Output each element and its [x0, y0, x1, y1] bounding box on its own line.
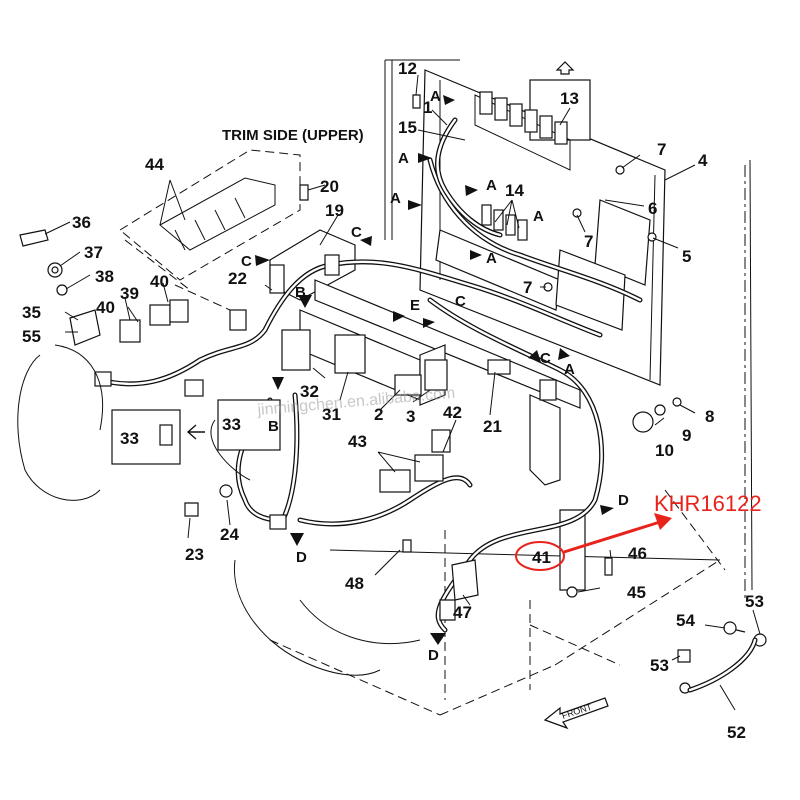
highlight-circle-41	[515, 541, 565, 571]
callout-7-top: 7	[657, 140, 666, 159]
letter-d-3: D	[428, 647, 439, 664]
callout-15: 15	[398, 118, 417, 137]
callout-7-mid: 7	[584, 232, 593, 251]
fuse-block	[481, 204, 528, 241]
letter-c-1: C	[241, 253, 252, 270]
front-arrow: FRONT	[543, 697, 609, 730]
panel-up-arrow	[555, 61, 575, 75]
key-switch-parts	[17, 229, 104, 501]
trim-side-panel	[119, 149, 301, 311]
red-arrow-head	[654, 513, 672, 530]
letter-b-2: B	[268, 418, 279, 435]
callout-22: 22	[228, 269, 247, 288]
callout-9: 9	[682, 426, 691, 445]
heading-trim-side: TRIM SIDE (UPPER)	[222, 127, 364, 144]
callout-37: 37	[84, 243, 103, 262]
callout-52: 52	[727, 723, 746, 742]
cab-frame	[269, 59, 753, 716]
callout-2: 2	[374, 405, 383, 424]
callout-10: 10	[655, 441, 674, 460]
fasteners	[184, 94, 767, 694]
letter-a-1: A	[430, 88, 441, 105]
callout-36: 36	[72, 213, 91, 232]
letter-a-5: A	[486, 250, 497, 267]
red-arrow	[563, 520, 661, 554]
callout-48: 48	[345, 574, 364, 593]
callout-47: 47	[453, 603, 472, 622]
callout-33-left: 33	[120, 429, 139, 448]
connector-letters: A A A A A A A B B C C C C D D D E	[241, 88, 629, 664]
callout-41: 41	[532, 548, 551, 567]
callout-5: 5	[682, 247, 691, 266]
front-label: FRONT	[561, 702, 594, 721]
letter-d-2: D	[296, 549, 307, 566]
part-number-annotation: KHR16122	[515, 491, 762, 571]
callout-20: 20	[320, 177, 339, 196]
callout-7-low: 7	[523, 278, 532, 297]
callout-4: 4	[698, 151, 708, 170]
callout-54: 54	[676, 611, 695, 630]
electrical-panel	[419, 69, 666, 386]
callout-1: 1	[423, 98, 432, 117]
leader-lines	[44, 74, 761, 711]
callout-33-right: 33	[222, 415, 241, 434]
letter-a-6: A	[533, 208, 544, 225]
letter-b-1: B	[295, 284, 306, 301]
letter-a-2: A	[398, 150, 409, 167]
detail-box-left	[111, 409, 205, 465]
callout-55: 55	[22, 327, 41, 346]
callout-14: 14	[505, 181, 524, 200]
callout-44: 44	[145, 155, 164, 174]
tank-outline	[210, 419, 421, 676]
part-number: KHR16122	[654, 491, 762, 516]
component-47	[439, 559, 479, 621]
detail-box-right	[217, 399, 281, 451]
callout-53-left: 53	[650, 656, 669, 675]
callout-46: 46	[628, 544, 647, 563]
relay-row	[479, 91, 568, 145]
callout-24: 24	[220, 525, 239, 544]
callout-21: 21	[483, 417, 502, 436]
harness-connectors	[94, 254, 557, 530]
callout-53-right: 53	[745, 592, 764, 611]
callout-31: 31	[322, 405, 341, 424]
callout-6: 6	[648, 199, 657, 218]
callout-3: 3	[406, 407, 415, 426]
callout-45: 45	[627, 583, 646, 602]
callout-19: 19	[325, 201, 344, 220]
letter-c-3: C	[455, 293, 466, 310]
callout-12: 12	[398, 59, 417, 78]
callout-38: 38	[95, 267, 114, 286]
callout-43: 43	[348, 432, 367, 451]
letter-a-4: A	[486, 177, 497, 194]
callout-32: 32	[300, 382, 319, 401]
ground-cable	[687, 621, 758, 693]
letter-a-7: A	[564, 361, 575, 378]
letter-a-3: A	[390, 190, 401, 207]
callout-39: 39	[120, 284, 139, 303]
letter-c-2: C	[351, 224, 362, 241]
watermark: jinmingchen.en.alibaba.com	[256, 385, 456, 419]
callout-40-top: 40	[150, 272, 169, 291]
callout-13: 13	[560, 89, 579, 108]
letter-d-1: D	[618, 492, 629, 509]
letter-c-4: C	[540, 350, 551, 367]
callout-23: 23	[185, 545, 204, 564]
callout-40-left: 40	[96, 298, 115, 317]
callout-8: 8	[705, 407, 714, 426]
callout-numbers: 12 1 13 15 7 4 14 6 7 5 7 44 20 19 36 37…	[22, 59, 764, 742]
pointer-arrows	[255, 95, 614, 645]
letter-e-1: E	[410, 297, 420, 314]
callout-35: 35	[22, 303, 41, 322]
callout-42: 42	[443, 403, 462, 422]
